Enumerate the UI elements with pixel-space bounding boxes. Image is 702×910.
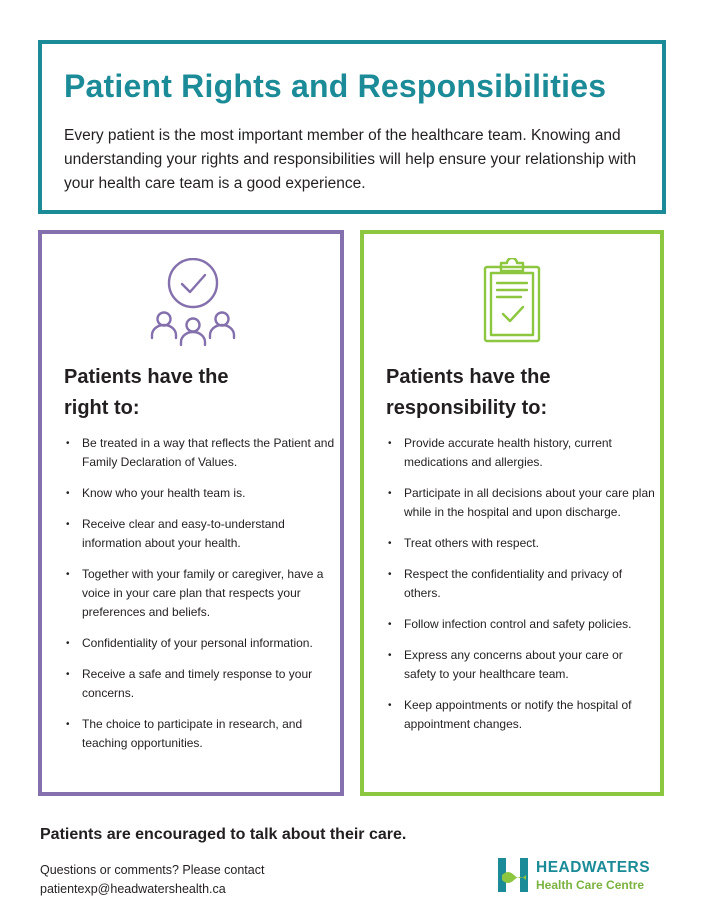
contact-email-link[interactable]: patientexp@headwatershealth.ca [40,882,226,896]
rights-heading-line2: right to: [64,397,140,419]
rights-heading: Patients have the right to: [64,362,334,424]
list-item: Receive clear and easy-to-understand inf… [66,515,336,553]
responsibilities-list: Provide accurate health history, current… [388,434,658,746]
footer-contact: Questions or comments? Please contact pa… [40,861,264,899]
list-item: Be treated in a way that reflects the Pa… [66,434,336,472]
rights-heading-line1: Patients have the [64,366,229,388]
list-item: Keep appointments or notify the hospital… [388,696,658,734]
rights-panel: Patients have the right to: Be treated i… [38,230,344,796]
list-item: Receive a safe and timely response to yo… [66,665,336,703]
list-item: Express any concerns about your care or … [388,646,658,684]
list-item: Know who your health team is. [66,484,336,503]
list-item: Confidentiality of your personal informa… [66,634,336,653]
headwaters-h-logo-icon [498,858,528,892]
list-item: Treat others with respect. [388,534,658,553]
contact-text: Questions or comments? Please contact [40,863,265,877]
people-check-icon [150,258,236,347]
list-item: Follow infection control and safety poli… [388,615,658,634]
rights-list: Be treated in a way that reflects the Pa… [66,434,336,765]
logo-subtitle: Health Care Centre [536,878,645,892]
intro-text: Every patient is the most important memb… [64,127,637,192]
list-item: The choice to participate in research, a… [66,715,336,753]
list-item: Provide accurate health history, current… [388,434,658,472]
page-title: Patient Rights and Responsibilities [64,68,607,104]
responsibilities-heading-line2: responsibility to: [386,397,548,419]
headwaters-logo: HEADWATERS Health Care Centre [496,856,676,896]
responsibilities-heading-line1: Patients have the [386,366,551,388]
clipboard-check-icon [483,258,541,343]
list-item: Respect the confidentiality and privacy … [388,565,658,603]
list-item: Together with your family or caregiver, … [66,565,336,623]
responsibilities-heading: Patients have the responsibility to: [386,362,656,424]
footer-tagline: Patients are encouraged to talk about th… [40,826,407,843]
responsibilities-panel: Patients have the responsibility to: Pro… [360,230,664,796]
header-box: Patient Rights and Responsibilities Ever… [38,40,666,214]
list-item: Participate in all decisions about your … [388,484,658,522]
logo-name: HEADWATERS [536,859,651,876]
